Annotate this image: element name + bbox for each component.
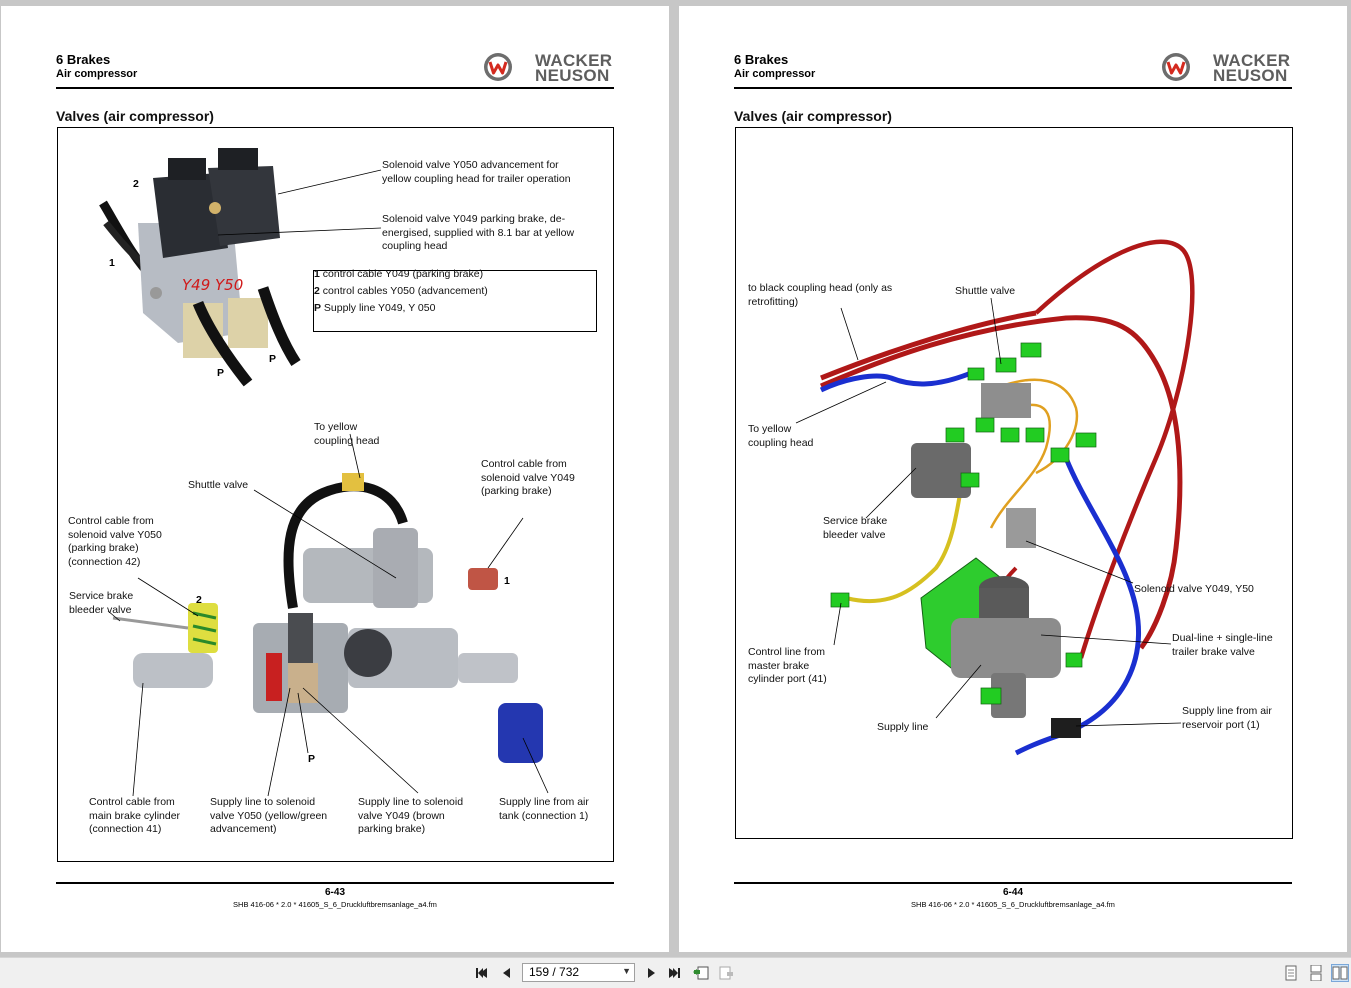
caption-shuttle-valve: Shuttle valve: [188, 479, 249, 491]
brand-line-1: WACKER: [1213, 51, 1291, 70]
caption-shuttle-valve: Shuttle valve: [955, 285, 1016, 297]
caption-control-y050: Control cable from solenoid valve Y050 (…: [68, 515, 162, 568]
callout-p-right: P: [269, 353, 277, 365]
pneumatic-3d-illustration: [795, 239, 1195, 756]
previous-page-icon[interactable]: [500, 966, 514, 980]
subsection-title: Air compressor: [734, 68, 816, 80]
section-title: Valves (air compressor): [734, 108, 892, 124]
caption-supply-air-tank: Supply line from air tank (connection 1): [499, 796, 589, 822]
valve-assembly-photo: [112, 473, 543, 763]
blue-hose: [819, 368, 977, 393]
callout-number-1-top: 1: [109, 257, 115, 269]
page-number: 6-44: [1002, 887, 1023, 898]
caption-supply-y050: Supply line to solenoid valve Y050 (yell…: [210, 796, 328, 835]
footer-filename: SHB 416-06 * 2.0 * 41605_S_6_Druckluftbr…: [233, 900, 437, 909]
solenoid-valve-photo: Y49 Y50: [99, 148, 301, 387]
caption-supply-line: Supply line: [877, 721, 929, 733]
chapter-title: 6 Brakes: [56, 52, 111, 67]
next-view-icon[interactable]: [718, 966, 735, 980]
page-number: 6-43: [324, 887, 345, 898]
single-page-view-icon[interactable]: [1283, 965, 1299, 981]
caption-solenoid-y049: Solenoid valve Y049 parking brake, de- e…: [382, 213, 575, 252]
caption-supply-reservoir: Supply line from air reservoir port (1): [1182, 705, 1272, 731]
callout-p-bottom: P: [308, 753, 316, 765]
previous-view-icon[interactable]: [693, 966, 710, 980]
brand-line-2: NEUSON: [1213, 66, 1288, 85]
caption-bleeder-valve: Service brake bleeder valve: [69, 590, 134, 616]
continuous-view-icon[interactable]: [1308, 965, 1324, 981]
caption-to-yellow-head: To yellow coupling head: [314, 421, 380, 447]
navigation-toolbar: 159 / 732 ▼: [0, 957, 1351, 988]
caption-bleeder-valve: Service brake bleeder valve: [823, 515, 888, 541]
subsection-title: Air compressor: [56, 68, 138, 80]
valve-photos-illustration: Y49 Y50: [99, 148, 549, 797]
leader-lines: [795, 297, 1182, 727]
chevron-down-icon[interactable]: ▼: [622, 966, 631, 976]
chapter-title: 6 Brakes: [734, 52, 789, 67]
figure-frame: Y49 Y50: [57, 127, 614, 862]
header-rule: [734, 87, 1292, 89]
caption-solenoid-valve: Solenoid valve Y049, Y50: [1134, 583, 1254, 595]
legend-row-1: 1 control cable Y049 (parking brake): [314, 268, 484, 280]
caption-main-brake-cylinder: Control cable from main brake cylinder (…: [89, 796, 181, 835]
section-title: Valves (air compressor): [56, 108, 214, 124]
handwriting-label: Y49 Y50: [182, 276, 243, 294]
legend-row-2: 2 control cables Y050 (advancement): [314, 285, 488, 297]
shuttle-valve-body: [981, 383, 1031, 418]
leader-lines: [107, 169, 549, 797]
w-logo-icon: [484, 53, 512, 81]
footer-rule: [734, 882, 1292, 884]
page-number-field[interactable]: 159 / 732 ▼: [522, 963, 635, 982]
last-page-icon[interactable]: [667, 966, 681, 980]
caption-master-cylinder: Control line from master brake cylinder …: [748, 646, 827, 685]
caption-control-y049: Control cable from solenoid valve Y049 (…: [481, 458, 575, 497]
page-number-value: 159 / 732: [529, 965, 580, 979]
brand-line-1: WACKER: [535, 51, 613, 70]
footer-rule: [56, 882, 614, 884]
w-logo-icon: [1162, 53, 1190, 81]
callout-number-2-top: 2: [133, 178, 139, 190]
legend-row-3: P Supply line Y049, Y 050: [314, 302, 436, 314]
caption-solenoid-y050: Solenoid valve Y050 advancement for yell…: [382, 159, 571, 185]
legend-table: 1 control cable Y049 (parking brake) 2 c…: [313, 268, 597, 332]
facing-pages-view-icon[interactable]: [1331, 964, 1349, 982]
callout-p-left: P: [217, 367, 225, 379]
brand-line-2: NEUSON: [535, 66, 610, 85]
red-hose: [820, 315, 1183, 650]
footer-filename: SHB 416-06 * 2.0 * 41605_S_6_Druckluftbr…: [911, 900, 1115, 909]
header-rule: [56, 87, 614, 89]
caption-supply-y049: Supply line to solenoid valve Y049 (brow…: [358, 796, 464, 835]
caption-to-yellow-head: To yellow coupling head: [748, 423, 814, 449]
figure-frame: to black coupling head (only as retrofit…: [735, 127, 1293, 839]
callout-number-1-bottom: 1: [504, 575, 510, 587]
next-page-icon[interactable]: [644, 966, 658, 980]
caption-trailer-brake-valve: Dual-line + single-line trailer brake va…: [1172, 632, 1273, 658]
callout-number-2-bottom: 2: [196, 594, 202, 606]
caption-black-coupling: to black coupling head (only as retrofit…: [748, 282, 893, 308]
first-page-icon[interactable]: [475, 966, 489, 980]
